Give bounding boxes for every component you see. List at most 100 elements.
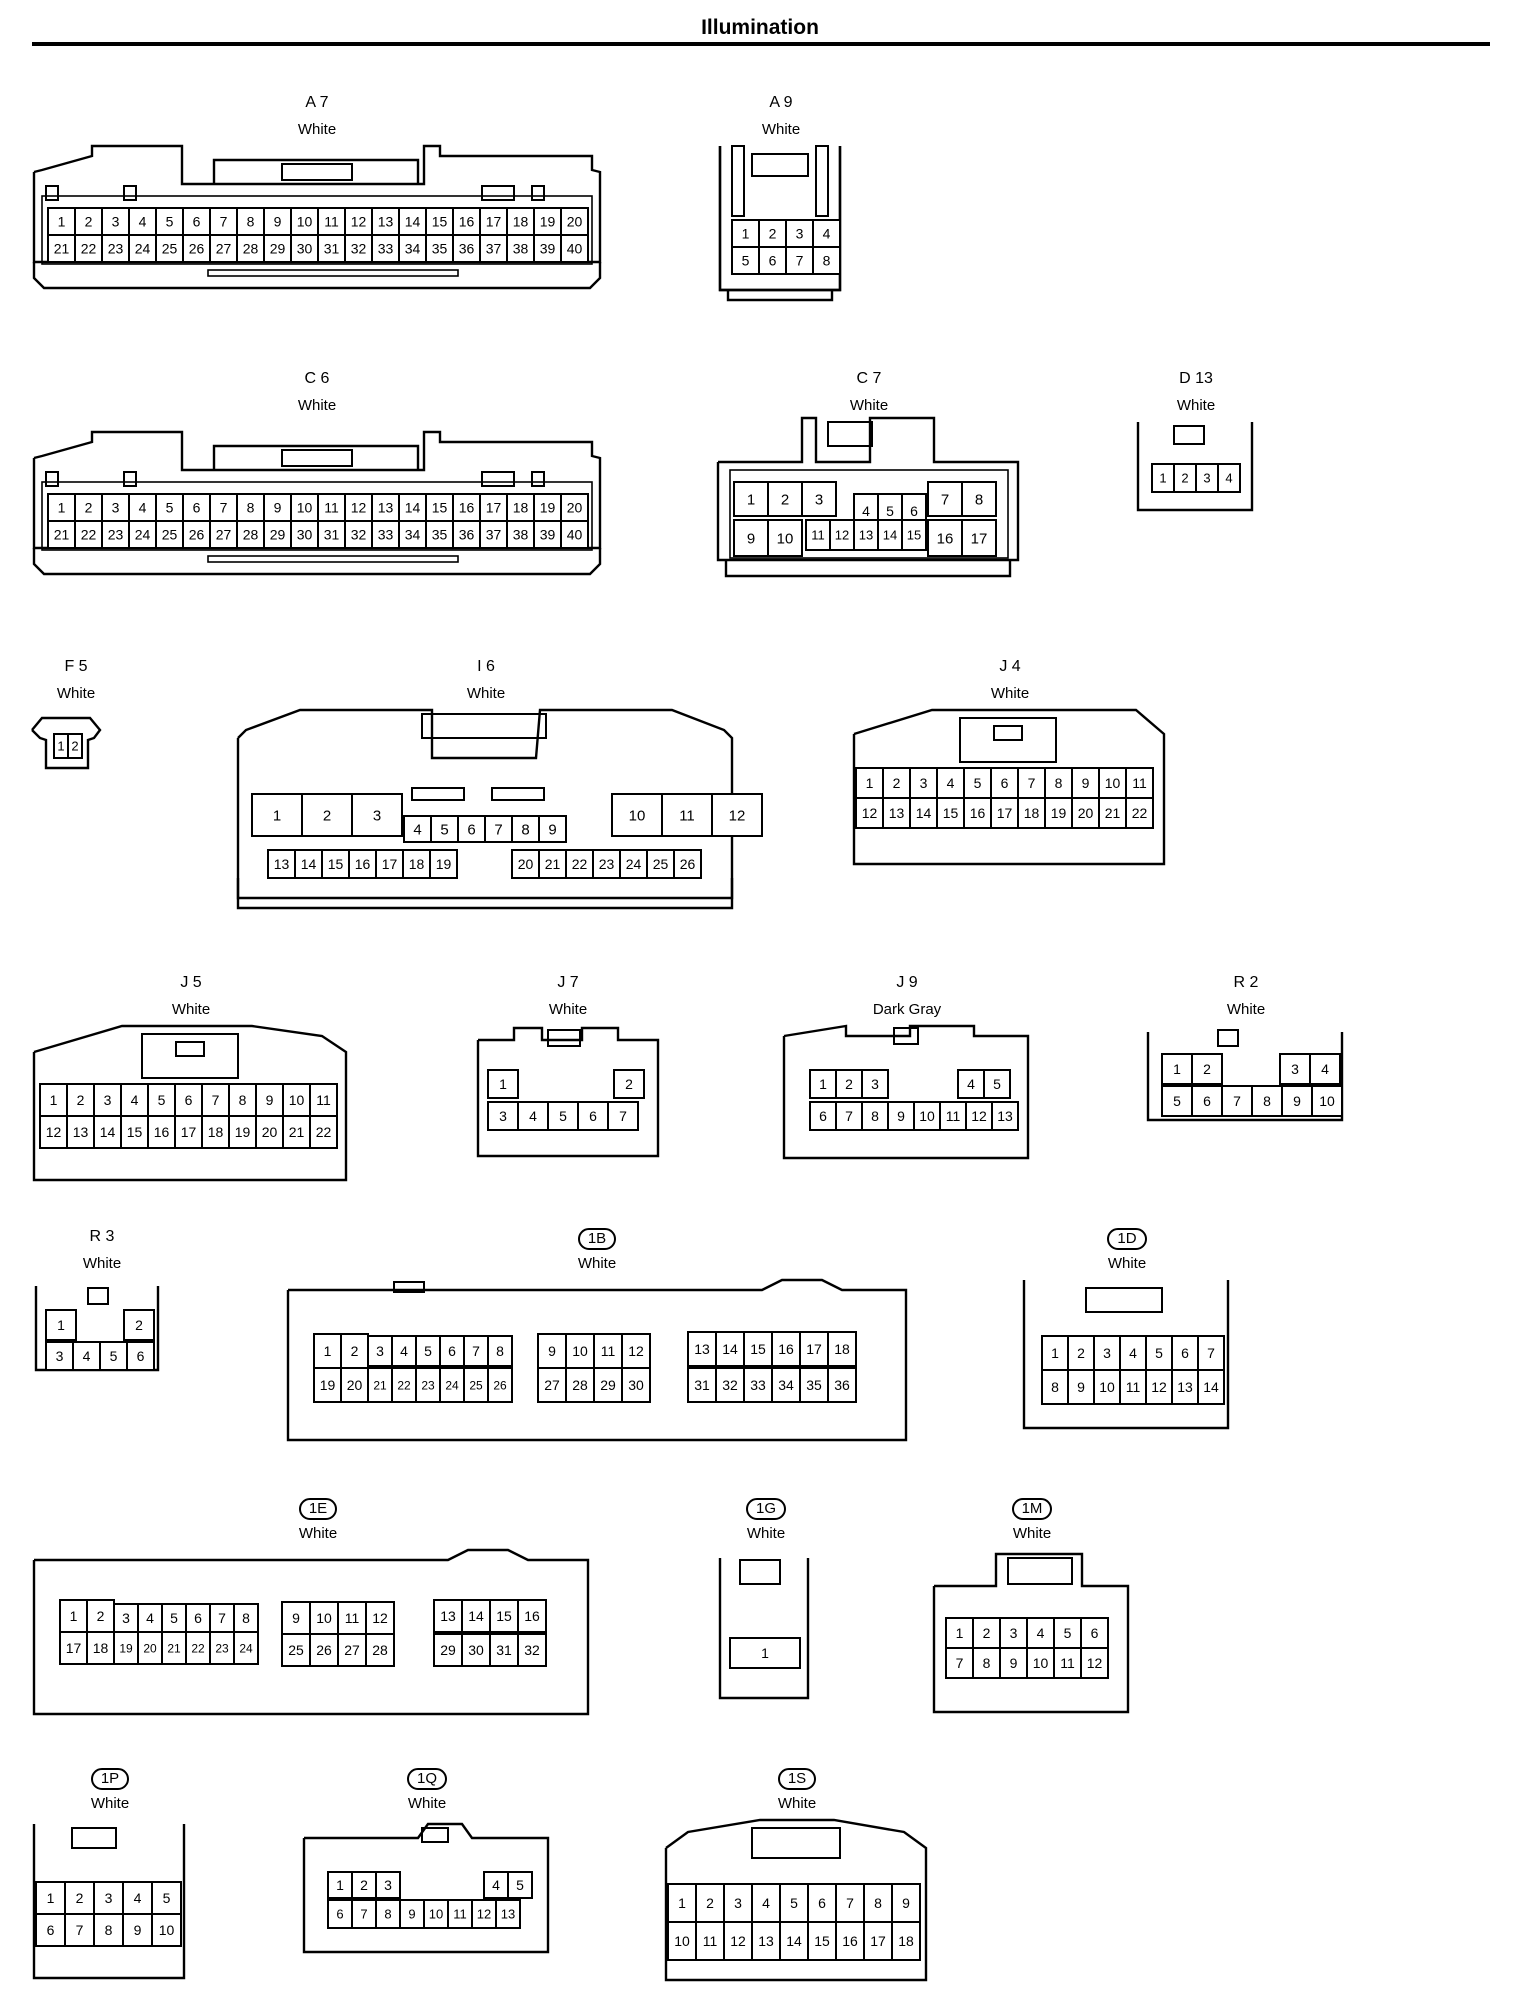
pin-number: 14 xyxy=(405,214,421,230)
pin-number: 16 xyxy=(524,1608,540,1624)
pin-cavity xyxy=(236,234,265,263)
pin-cavity xyxy=(128,234,157,263)
pin-cavity xyxy=(1080,1647,1109,1679)
pin-number: 1 xyxy=(956,1625,964,1641)
pin-number: 3 xyxy=(112,500,120,516)
pin-number: 1 xyxy=(47,1890,55,1906)
pin-number: 30 xyxy=(297,527,313,543)
connector-color: White xyxy=(777,1795,817,1812)
pin-number: 2 xyxy=(769,226,777,242)
pin-number: 7 xyxy=(472,1343,480,1359)
housing-outline xyxy=(718,146,842,292)
pin-cavity xyxy=(351,1899,377,1929)
pin-number: 9 xyxy=(1293,1093,1301,1109)
pin-cavity xyxy=(429,849,458,879)
pin-number: 19 xyxy=(320,1377,336,1393)
pin-cavity xyxy=(47,234,76,263)
pin-number: 15 xyxy=(907,528,921,543)
latch-outline xyxy=(212,444,420,470)
pin-number: 3 xyxy=(384,1877,392,1893)
connector-code: 1D xyxy=(1022,1228,1232,1250)
pin-cavity xyxy=(128,520,157,549)
pin-number: 3 xyxy=(920,775,928,791)
pin-number: 8 xyxy=(247,500,255,516)
pin-number: 31 xyxy=(324,241,340,257)
pin-cavity xyxy=(667,1921,697,1961)
pin-number: 10 xyxy=(572,1343,588,1359)
housing-outline xyxy=(476,1026,660,1158)
pin-number: 4 xyxy=(529,1108,537,1124)
pin-number: 6 xyxy=(47,1922,55,1938)
pin-number: 34 xyxy=(405,527,421,543)
pin-number: 25 xyxy=(162,241,178,257)
pin-number: 11 xyxy=(345,1610,360,1626)
pin-number: 4 xyxy=(1321,1061,1329,1077)
pin-number: 6 xyxy=(1181,1345,1189,1361)
pin-number: 2 xyxy=(983,1625,991,1641)
pin-cavity xyxy=(835,1921,865,1961)
pin-number: 9 xyxy=(897,1108,905,1124)
pin-cavity xyxy=(309,1083,338,1117)
pin-cavity xyxy=(1217,463,1241,493)
pin-number: 18 xyxy=(409,856,425,872)
pin-number: 5 xyxy=(516,1877,524,1893)
pin-cavity xyxy=(371,207,400,236)
pin-cavity xyxy=(771,1331,801,1367)
pin-number: 12 xyxy=(730,1933,746,1949)
pin-cavity xyxy=(983,1069,1011,1099)
pin-number: 21 xyxy=(54,241,70,257)
pin-number: 13 xyxy=(1177,1379,1193,1395)
latch-outline xyxy=(959,717,1057,763)
pin-number: 2 xyxy=(1203,1061,1211,1077)
pin-number: 34 xyxy=(778,1377,794,1393)
pin-cavity xyxy=(337,1601,367,1635)
connector-color: White xyxy=(1226,1001,1266,1018)
pin-number: 10 xyxy=(674,1933,690,1949)
pin-number: 9 xyxy=(1077,1379,1085,1395)
pin-cavity xyxy=(506,207,535,236)
pin-number: 26 xyxy=(493,1378,507,1392)
connector-color: White xyxy=(990,685,1030,702)
latch xyxy=(739,1559,781,1585)
pin-number: 13 xyxy=(758,1933,774,1949)
pin-cavity xyxy=(961,481,997,517)
pin-number: 1 xyxy=(324,1343,332,1359)
pin-cavity xyxy=(861,1101,889,1131)
pin-cavity xyxy=(155,493,184,522)
pin-cavity xyxy=(1191,1053,1223,1085)
pin-cavity xyxy=(1221,1085,1253,1117)
connector-color: White xyxy=(56,685,96,702)
pin-cavity xyxy=(39,1115,68,1149)
pin-number: 10 xyxy=(777,530,794,547)
pin-cavity xyxy=(233,1631,259,1665)
pin-number: 13 xyxy=(440,1608,456,1624)
pin-cavity xyxy=(560,234,589,263)
pin-number: 22 xyxy=(191,1641,205,1655)
pin-number: 19 xyxy=(540,214,556,230)
pin-cavity xyxy=(447,1899,473,1929)
pin-number: 9 xyxy=(292,1610,300,1626)
pin-number: 3 xyxy=(1203,471,1210,486)
connector-code: A 9 xyxy=(769,94,793,111)
slot xyxy=(45,185,59,201)
pin-number: 3 xyxy=(376,1343,384,1359)
pin-cavity xyxy=(45,1309,77,1341)
pin-cavity xyxy=(233,1603,259,1633)
pin-number: 11 xyxy=(1060,1655,1075,1671)
pin-cavity xyxy=(829,519,855,551)
pin-number: 18 xyxy=(513,500,529,516)
pin-cavity xyxy=(344,520,373,549)
pin-number: 20 xyxy=(567,214,583,230)
pin-cavity xyxy=(471,1899,497,1929)
pin-number: 12 xyxy=(351,214,367,230)
latch-outline xyxy=(751,1827,841,1859)
pin-number: 6 xyxy=(185,1092,193,1108)
pin-number: 12 xyxy=(1087,1655,1103,1671)
pin-number: 5 xyxy=(1173,1093,1181,1109)
pin-number: 29 xyxy=(270,527,286,543)
pin-number: 18 xyxy=(898,1933,914,1949)
